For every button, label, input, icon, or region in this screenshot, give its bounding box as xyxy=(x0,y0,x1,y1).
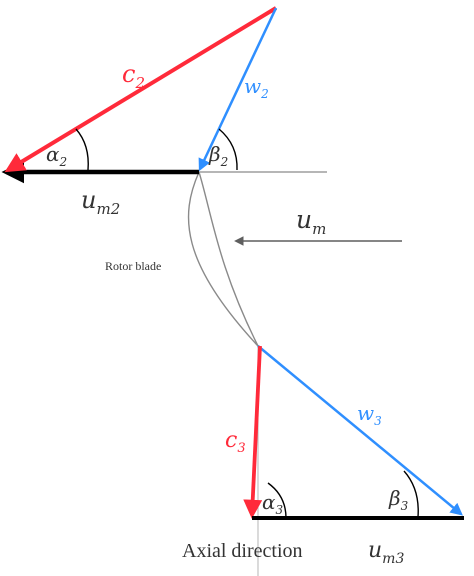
rotor-blade-right-curve xyxy=(198,171,259,347)
rotor-blade-left-curve xyxy=(187,171,259,347)
label-um2-sub: m2 xyxy=(96,200,120,218)
label-alpha3-sub: 3 xyxy=(276,503,284,517)
label-c2: c2 xyxy=(122,60,145,92)
beta2-arc xyxy=(218,128,238,171)
label-alpha2-main: α xyxy=(46,142,60,166)
alpha3-arc xyxy=(267,482,287,519)
label-beta2: β2 xyxy=(208,142,228,169)
label-um: um xyxy=(296,205,326,238)
w2-arrow xyxy=(198,7,278,172)
label-um2-main: u xyxy=(81,186,96,214)
w3-arrow xyxy=(257,345,463,516)
label-c2-main: c xyxy=(122,60,135,88)
label-c2-sub: 2 xyxy=(134,74,145,92)
label-axial-direction: Axial direction xyxy=(182,540,303,562)
c3-arrow xyxy=(243,345,263,519)
label-um2: um2 xyxy=(81,186,120,218)
label-alpha3: α3 xyxy=(262,490,284,517)
label-alpha2: α2 xyxy=(46,142,67,169)
label-alpha2-sub: 2 xyxy=(59,155,68,169)
label-um-main: u xyxy=(296,205,312,234)
label-w3-main: w xyxy=(357,401,374,425)
label-w2-main: w xyxy=(244,74,261,98)
beta3-arc xyxy=(403,470,419,518)
label-um-sub: m xyxy=(312,220,326,238)
label-alpha3-main: α xyxy=(262,490,276,514)
label-beta3-main: β xyxy=(388,486,401,510)
label-w3: w3 xyxy=(357,401,382,428)
label-w2-sub: 2 xyxy=(260,87,269,101)
label-um3-sub: m3 xyxy=(382,551,404,567)
label-um3: um3 xyxy=(368,538,404,567)
label-c3-main: c xyxy=(225,428,237,453)
label-c3-sub: 3 xyxy=(237,441,245,456)
label-c3: c3 xyxy=(225,428,246,456)
label-beta3: β3 xyxy=(388,486,409,513)
label-beta2-main: β xyxy=(208,142,221,166)
label-beta3-sub: 3 xyxy=(401,499,409,513)
label-rotor-blade: Rotor blade xyxy=(105,259,161,273)
c2-arrow xyxy=(4,6,278,173)
label-w3-sub: 3 xyxy=(374,414,382,428)
label-w2: w2 xyxy=(244,74,269,101)
label-um3-main: u xyxy=(368,538,382,563)
label-beta2-sub: 2 xyxy=(220,155,229,169)
alpha2-arc xyxy=(75,128,89,171)
